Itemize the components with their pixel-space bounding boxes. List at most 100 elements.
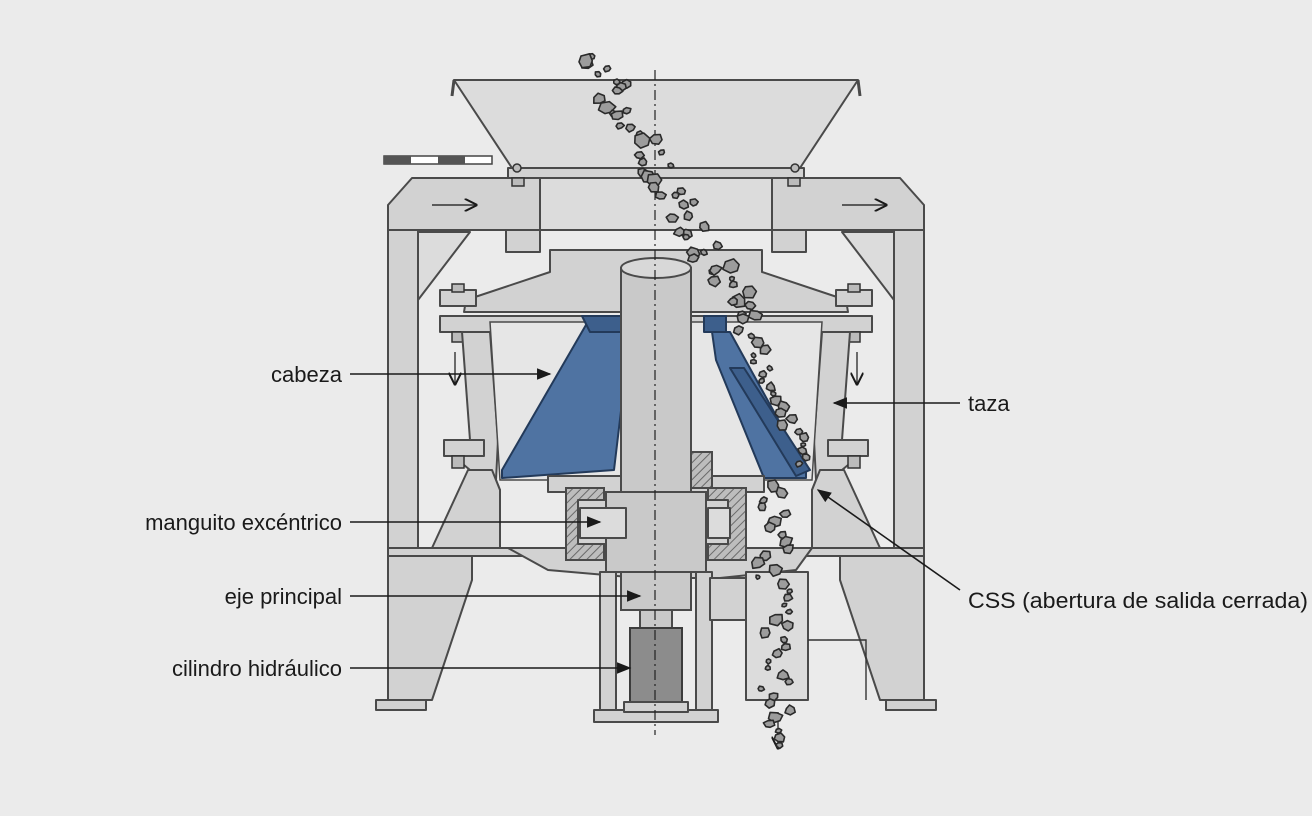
rock (665, 213, 680, 223)
rock (699, 248, 709, 257)
rock (775, 486, 789, 499)
rock (707, 275, 722, 288)
rock (757, 502, 767, 512)
rock (773, 732, 786, 743)
rock (770, 390, 777, 397)
frame-left-leg (375, 229, 473, 711)
rock (766, 364, 774, 372)
rock (612, 78, 621, 86)
label-taza: taza (968, 391, 1010, 416)
rock (654, 191, 668, 200)
rock (762, 719, 776, 729)
rock (749, 358, 758, 365)
rock (686, 253, 700, 263)
discharge-chute (745, 571, 867, 748)
concave-right (703, 315, 811, 479)
rock (759, 344, 772, 356)
rock (578, 52, 594, 69)
rock (657, 149, 666, 156)
rock (778, 509, 792, 519)
rock (671, 191, 680, 200)
rock (797, 446, 808, 456)
rock (784, 704, 797, 716)
feed-hopper (450, 79, 862, 187)
rock (615, 122, 626, 130)
rock (774, 727, 783, 734)
rock (602, 65, 612, 73)
rock (757, 685, 766, 692)
rock (782, 544, 794, 555)
rock-particles (578, 52, 811, 750)
rock (736, 313, 750, 325)
rock (768, 613, 784, 627)
rock (765, 658, 772, 665)
rock (780, 642, 792, 652)
rock (741, 285, 758, 299)
rock (799, 431, 810, 443)
rock (800, 442, 807, 448)
rock (776, 578, 791, 590)
label-eje-principal: eje principal (225, 584, 342, 609)
main-shaft (579, 257, 707, 611)
label-manguito-excentrico: manguito excéntrico (145, 510, 342, 535)
rock (767, 479, 780, 493)
rock (727, 296, 739, 307)
rock (794, 460, 804, 468)
rock (728, 280, 738, 289)
hydraulic-cylinder (623, 609, 689, 713)
rock (758, 377, 766, 384)
rock (784, 608, 794, 615)
rock (722, 258, 740, 274)
rock (750, 556, 766, 570)
rock (780, 635, 789, 644)
rock (594, 70, 602, 78)
rock (667, 162, 675, 169)
rock (712, 240, 724, 251)
rock (682, 233, 691, 241)
rock (683, 210, 694, 222)
rock (769, 395, 782, 407)
rock (610, 110, 624, 121)
rock (759, 627, 771, 639)
rock (764, 697, 776, 709)
rock (801, 453, 811, 462)
rock (637, 157, 648, 167)
bowl-housing (431, 331, 881, 549)
scale-bar (383, 155, 493, 165)
mantle-left (501, 315, 633, 479)
rock (774, 407, 787, 418)
rock (758, 369, 768, 379)
rock (647, 181, 660, 193)
rock (783, 593, 794, 602)
rock (732, 325, 745, 336)
rock (648, 133, 663, 145)
rock (768, 563, 784, 578)
rock (708, 264, 723, 277)
rock (750, 352, 757, 359)
label-cilindro-hidraulico: cilindro hidráulico (172, 656, 342, 681)
rock (625, 123, 636, 133)
rock (765, 381, 776, 392)
rock (786, 588, 794, 595)
rock (698, 220, 710, 232)
rock (771, 647, 783, 659)
rock (622, 106, 632, 115)
rock (689, 198, 700, 207)
rock (784, 677, 794, 686)
rock (744, 300, 757, 311)
rock (678, 199, 690, 210)
rock (763, 521, 776, 534)
rock (592, 92, 606, 104)
label-css: CSS (abertura de salida cerrada) (968, 588, 1308, 613)
rock (776, 669, 790, 681)
rock (775, 741, 784, 750)
rock (776, 419, 789, 431)
css-leader (816, 489, 961, 591)
rock (633, 151, 646, 160)
rock (785, 413, 799, 425)
rock (764, 664, 772, 672)
rock (750, 336, 765, 349)
label-cabeza: cabeza (271, 362, 343, 387)
frame-right-leg (839, 229, 937, 711)
